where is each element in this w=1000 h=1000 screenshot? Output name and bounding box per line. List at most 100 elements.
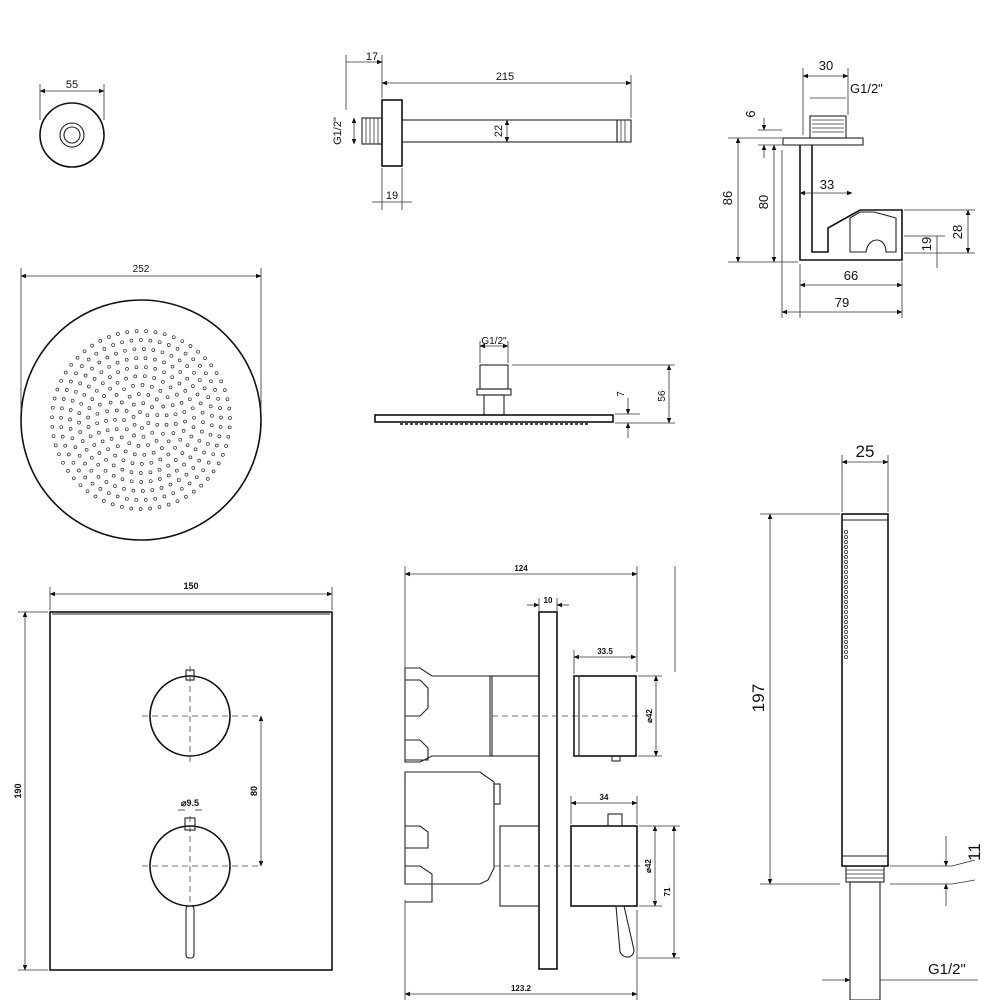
nozzle-dot <box>166 452 171 457</box>
nozzle-dot <box>97 360 102 365</box>
nozzle-dot <box>170 403 175 408</box>
nozzle-dot <box>124 427 129 432</box>
nozzle-dot <box>131 488 136 493</box>
nozzle-dot <box>50 424 55 429</box>
hand-nozzle-dot <box>844 560 849 565</box>
nozzle-dot <box>200 429 204 434</box>
arm-flange-label: 19 <box>386 190 398 202</box>
hand-nozzle-dot <box>844 630 849 635</box>
hand-thread-label: G1/2" <box>928 961 966 978</box>
side-nozzle-tick <box>550 422 553 425</box>
nozzle-dot <box>86 425 91 429</box>
nozzle-dot <box>68 417 72 422</box>
nozzle-dot <box>204 371 208 376</box>
nozzle-dot <box>132 422 137 427</box>
nozzle-dot <box>116 332 120 336</box>
nozzle-dot <box>96 462 101 467</box>
nozzle-dot <box>140 383 145 387</box>
hand-width-label: 25 <box>856 442 875 461</box>
nozzle-dot <box>208 432 213 437</box>
nozzle-dot <box>171 491 176 496</box>
nozzle-dot <box>123 449 128 454</box>
nozzle-dot <box>90 343 94 348</box>
nozzle-dot <box>68 408 73 412</box>
nozzle-dot <box>88 434 93 439</box>
nozzle-dot <box>166 439 171 444</box>
nozzle-dot <box>111 463 116 468</box>
nozzle-dot <box>130 461 135 466</box>
nozzle-dot <box>109 437 114 441</box>
nozzle-dot <box>164 413 169 418</box>
nozzle-dot <box>125 496 129 501</box>
nozzle-dot <box>102 394 106 398</box>
nozzle-dot <box>60 434 65 439</box>
nozzle-dot <box>105 409 109 414</box>
nozzle-dot <box>92 377 97 381</box>
side-nozzle-tick <box>460 422 463 425</box>
nozzle-dot <box>79 401 84 406</box>
nozzle-dot <box>161 404 166 409</box>
nozzle-dot <box>193 447 198 452</box>
nozzle-dot <box>70 436 75 441</box>
nozzle-dot <box>179 401 184 405</box>
nozzle-dot <box>153 330 158 335</box>
nozzle-dot <box>140 426 144 430</box>
nozzle-dot <box>154 438 159 443</box>
nozzle-dot <box>69 379 73 384</box>
nozzle-dot <box>148 479 153 484</box>
nozzle-dot <box>78 483 83 488</box>
nozzle-dot <box>150 488 155 492</box>
nozzle-dot <box>211 469 216 474</box>
head-diameter-label: 252 <box>133 264 150 275</box>
nozzle-dot <box>86 384 91 389</box>
nozzle-dot <box>86 357 91 362</box>
nozzle-dot <box>98 487 103 491</box>
side-nozzle-tick <box>505 422 508 425</box>
nozzle-dot <box>203 356 207 361</box>
side-depth-label: 123.2 <box>511 984 532 993</box>
nozzle-dot <box>150 384 154 389</box>
hand-nozzle-dot <box>844 545 849 550</box>
nozzle-dot <box>55 387 60 392</box>
nozzle-dot <box>141 489 145 493</box>
nozzle-dot <box>132 347 137 352</box>
nozzle-dot <box>140 462 144 466</box>
wall-bracket-view: 30 G1/2" 6 86 80 33 28 19 66 79 <box>720 58 975 318</box>
hand-nozzle-dot <box>844 600 849 605</box>
hand-nozzle-dot <box>844 620 849 625</box>
nozzle-dot <box>77 468 81 473</box>
nozzle-dot <box>159 486 164 490</box>
nozzle-dot <box>183 419 187 424</box>
nozzle-dot <box>158 477 162 481</box>
nozzle-dot <box>80 439 85 443</box>
nozzle-dot <box>178 370 183 374</box>
nozzle-dot <box>83 475 88 480</box>
nozzle-dot <box>216 461 221 466</box>
wall-flange-view: 55 <box>39 79 105 168</box>
hand-nozzle-dot <box>844 530 849 535</box>
mixer-width-label: 150 <box>183 581 198 591</box>
nozzle-dot <box>129 338 134 343</box>
nozzle-dot <box>96 474 101 479</box>
bracket-height-label: 80 <box>756 195 771 209</box>
nozzle-dot <box>199 483 203 488</box>
nozzle-dot <box>93 494 98 499</box>
bracket-depth-b-label: 79 <box>835 295 849 310</box>
nozzle-dot <box>227 425 232 430</box>
nozzle-dot <box>185 376 190 381</box>
nozzle-dot <box>158 389 163 393</box>
nozzle-dot <box>104 457 108 462</box>
nozzle-dot <box>185 443 190 448</box>
bracket-depth-a-label: 66 <box>844 268 858 283</box>
nozzle-dot <box>157 467 162 472</box>
nozzle-dot <box>161 431 165 436</box>
nozzle-dot <box>100 381 105 386</box>
hand-nozzle-dot <box>844 645 849 650</box>
nozzle-dot <box>129 470 134 474</box>
nozzle-dot <box>148 470 153 475</box>
nozzle-dot <box>115 444 120 449</box>
nozzle-dot <box>50 415 54 420</box>
nozzle-dot <box>213 388 217 392</box>
shower-head-side-nozzles <box>400 422 588 425</box>
